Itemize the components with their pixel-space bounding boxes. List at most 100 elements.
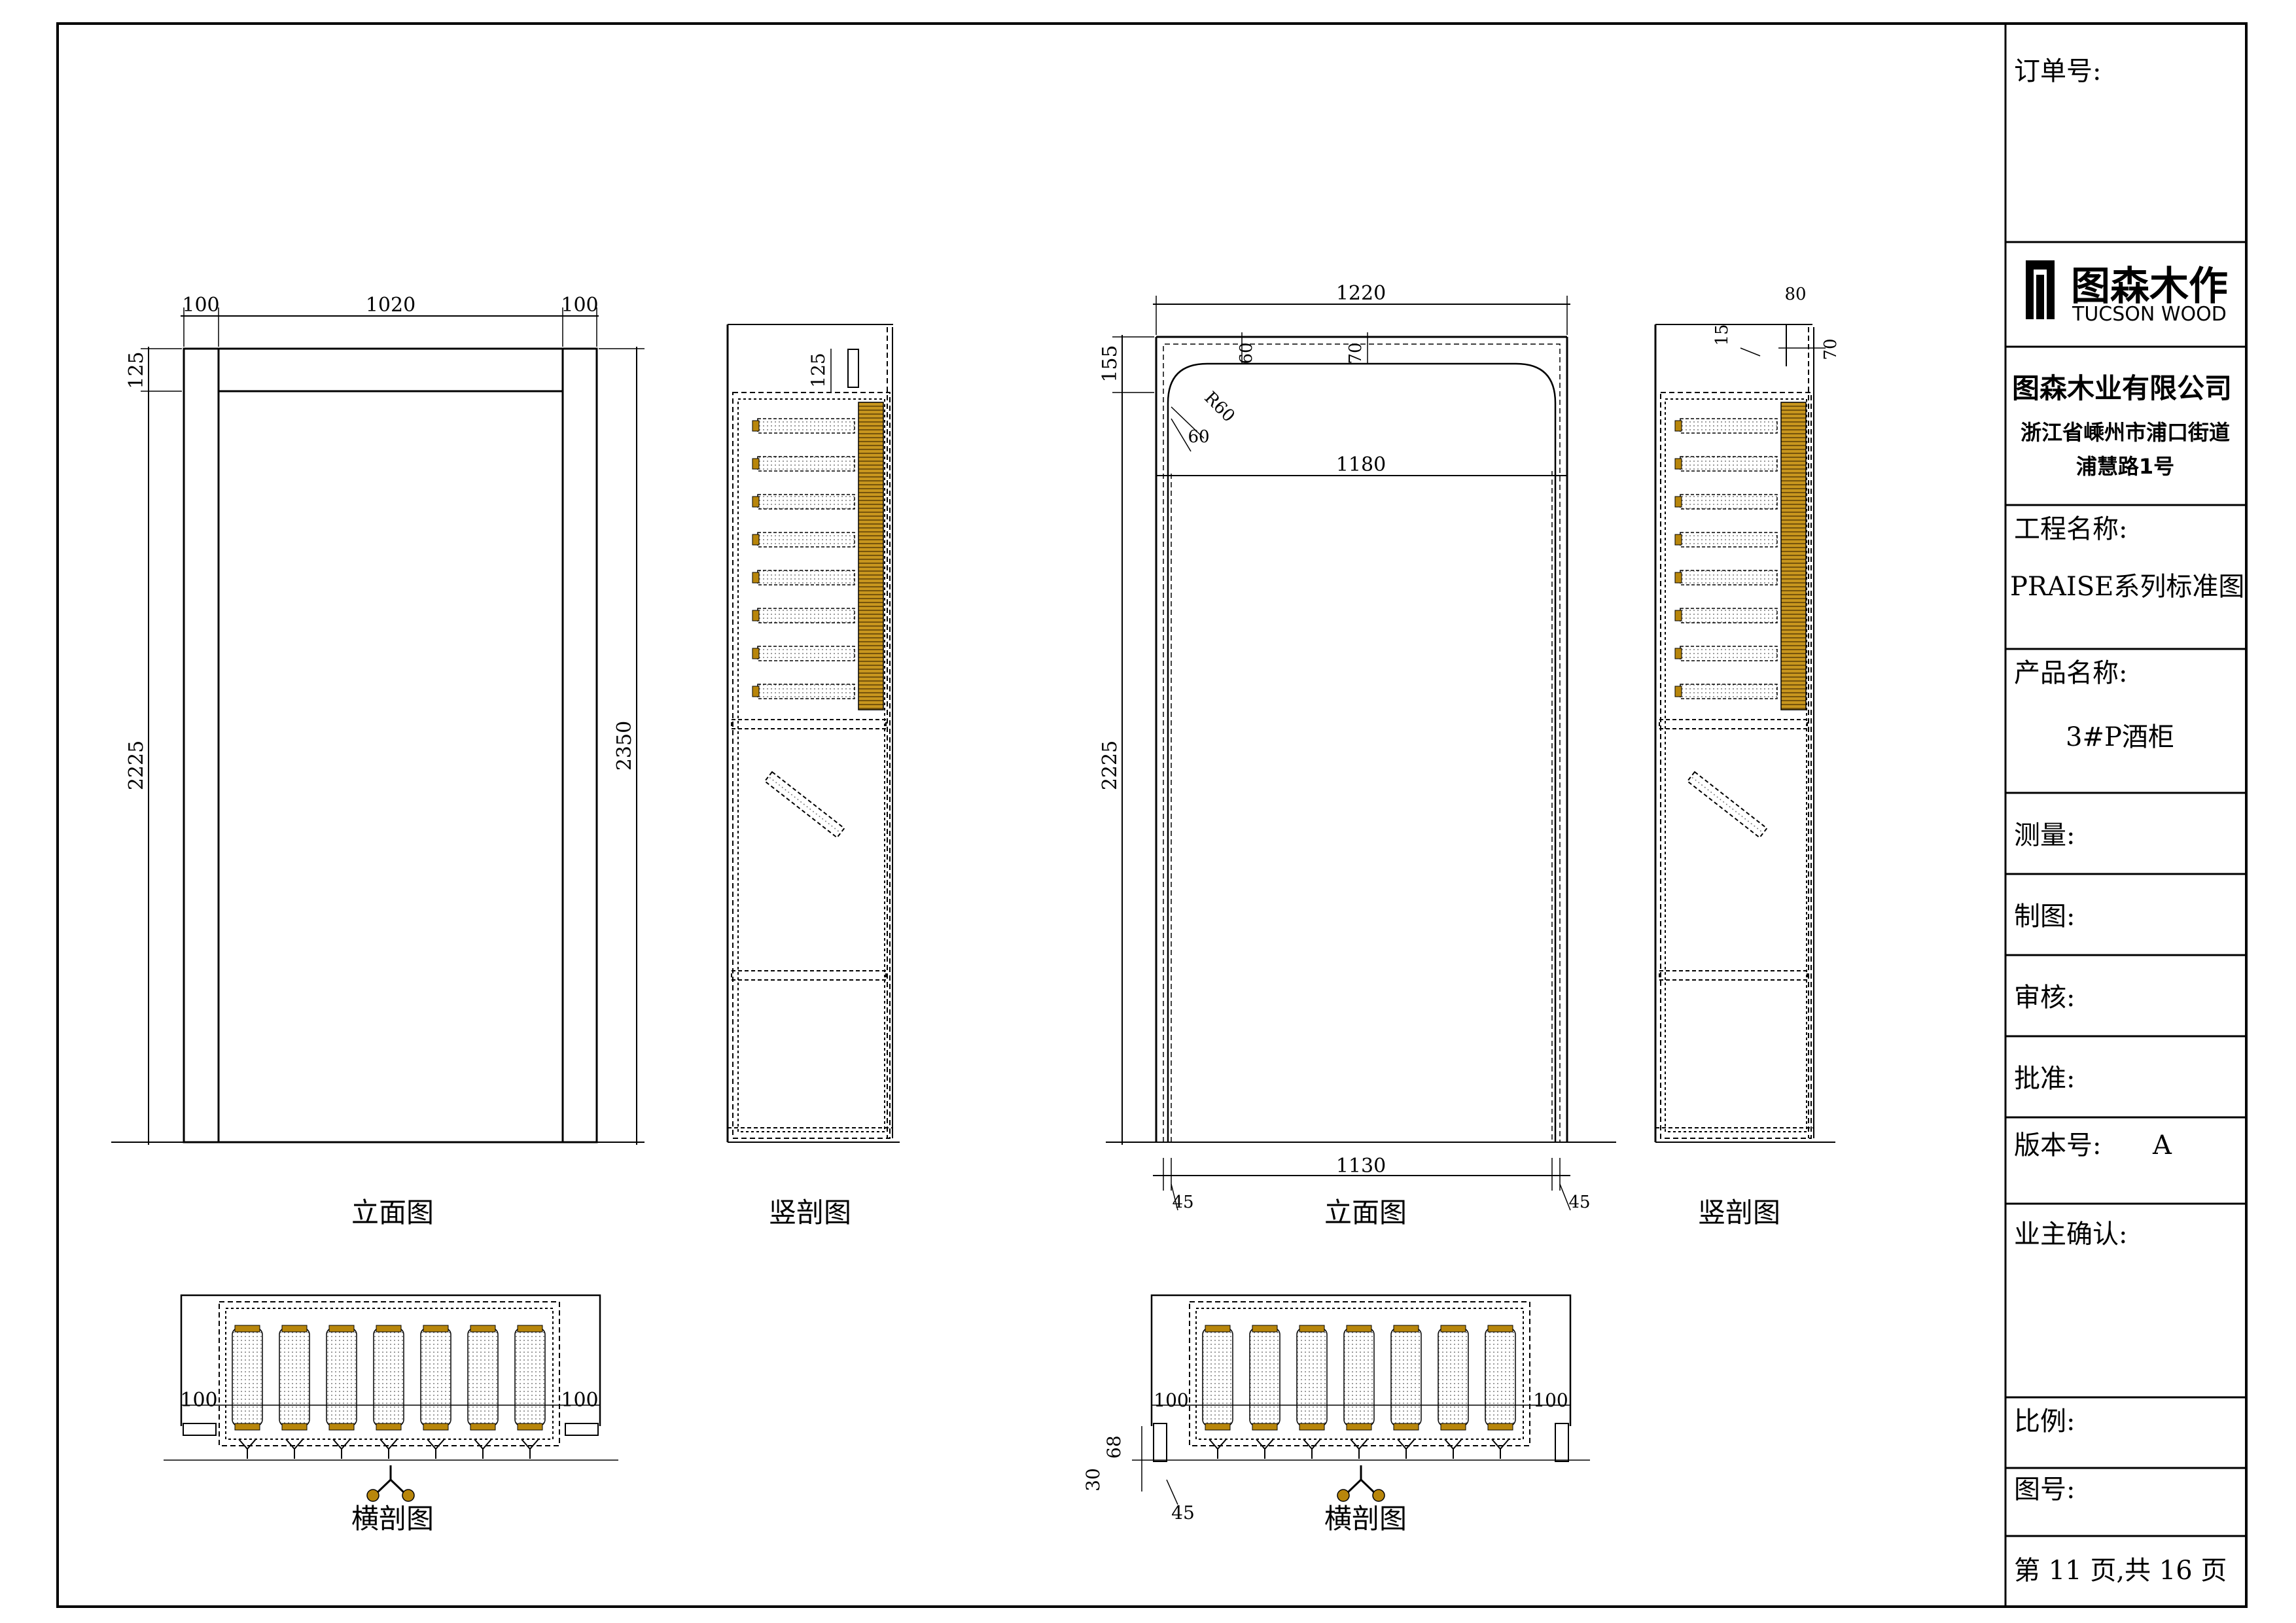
dim-left-total-height: 2350 <box>613 721 636 771</box>
dim-left-plan-b: 100 <box>561 1389 598 1412</box>
bottle-side <box>1674 494 1778 510</box>
dim-right-section-a: 80 <box>1784 285 1806 304</box>
bottle-side <box>752 456 855 472</box>
right-plan-bottles <box>1202 1325 1516 1459</box>
dim-right-inner-width: 1180 <box>1336 453 1386 476</box>
right-section-bottles <box>1674 418 1778 699</box>
approve-label: 批准: <box>2014 1064 2075 1094</box>
sheet-border <box>56 22 2248 1608</box>
right-section <box>1654 324 1835 1143</box>
dim-right-frame-c: 60 <box>1188 427 1209 447</box>
review-label: 审核: <box>2014 983 2075 1013</box>
bottle-side <box>1674 608 1778 623</box>
view-label-left-section: 竖剖图 <box>769 1196 851 1229</box>
left-section-bottles <box>752 418 855 699</box>
dim-left-top-a: 100 <box>182 294 219 317</box>
logo: 图森木作 TUCSON WOOD <box>2026 260 2228 326</box>
dim-left-top-b: 1020 <box>366 294 415 317</box>
bottle-top <box>279 1325 310 1459</box>
dim-right-frame-b: 70 <box>1346 342 1366 364</box>
dim-right-plan-d: 30 <box>1082 1468 1104 1492</box>
dim-right-section-b: 15 <box>1712 324 1732 345</box>
drawing-no-label: 图号: <box>2014 1475 2075 1505</box>
bottle-top <box>232 1325 263 1459</box>
bottle-side <box>752 646 855 661</box>
address-line1: 浙江省嵊州市浦口街道 <box>2021 420 2230 445</box>
bottle-top <box>420 1325 451 1459</box>
owner-confirm-label: 业主确认: <box>2014 1219 2127 1249</box>
product-label: 产品名称: <box>2014 658 2127 688</box>
dim-right-section-c: 70 <box>1821 338 1841 360</box>
dim-right-height: 2225 <box>1099 741 1122 790</box>
dim-left-inner-height: 2225 <box>125 741 148 790</box>
project-label: 工程名称: <box>2014 514 2127 544</box>
bottle-top <box>467 1325 499 1459</box>
left-elevation <box>111 307 645 1145</box>
dim-right-radius: R60 <box>1200 388 1238 426</box>
bottle-top <box>514 1325 546 1459</box>
bottle-side <box>752 532 855 548</box>
dim-right-plan-b: 100 <box>1533 1389 1568 1411</box>
bottle-side <box>1674 456 1778 472</box>
dim-right-plan-a: 100 <box>1154 1389 1188 1411</box>
dim-left-plan-a: 100 <box>180 1389 217 1412</box>
bottle-top <box>326 1325 357 1459</box>
view-label-left-plan: 横剖图 <box>351 1503 434 1535</box>
bottle-side <box>752 684 855 699</box>
left-plan-bottles <box>232 1325 546 1459</box>
page-indicator: 第 11 页,共 16 页 <box>2014 1556 2227 1586</box>
title-block <box>2004 24 2246 1607</box>
view-label-right-plan: 横剖图 <box>1324 1503 1407 1535</box>
bottle-side <box>1674 418 1778 434</box>
view-label-left-elevation: 立面图 <box>351 1196 434 1229</box>
left-plan-handle <box>366 1465 415 1502</box>
dim-right-head: 155 <box>1099 345 1122 382</box>
bottle-top <box>1249 1325 1280 1459</box>
bottle-top <box>1390 1325 1422 1459</box>
dim-left-head: 125 <box>125 351 148 389</box>
dim-left-top-c: 100 <box>561 294 598 317</box>
bottle-top <box>1296 1325 1328 1459</box>
dim-right-top-width: 1220 <box>1336 282 1386 305</box>
draw-label: 制图: <box>2014 901 2075 932</box>
left-section <box>726 324 900 1143</box>
bottle-side <box>1674 532 1778 548</box>
bottle-top <box>373 1325 404 1459</box>
dim-right-plan-e: 45 <box>1171 1502 1195 1524</box>
bottle-side <box>752 608 855 623</box>
scale-label: 比例: <box>2014 1406 2075 1437</box>
dim-right-plan-c: 68 <box>1103 1435 1125 1459</box>
version-label: 版本号: <box>2014 1130 2101 1161</box>
dim-right-bottom-left: 45 <box>1172 1193 1193 1212</box>
version-value: A <box>2152 1130 2172 1161</box>
bottle-side <box>752 494 855 510</box>
measure-label: 测量: <box>2014 820 2075 850</box>
bottle-top <box>1485 1325 1516 1459</box>
bottle-side <box>1674 684 1778 699</box>
right-elevation <box>1106 296 1616 1211</box>
right-plan-handle <box>1337 1465 1385 1502</box>
company-name: 图森木业有限公司 <box>2012 372 2232 404</box>
dim-right-frame-a: 60 <box>1237 342 1256 364</box>
bottle-top <box>1438 1325 1469 1459</box>
bottle-top <box>1343 1325 1375 1459</box>
bottle-side <box>752 570 855 585</box>
project-value: PRAISE系列标准图 <box>2010 572 2244 602</box>
view-label-right-section: 竖剖图 <box>1698 1196 1780 1229</box>
right-wine-rack <box>1780 402 1807 710</box>
bottle-side <box>1674 570 1778 585</box>
order-no-label: 订单号: <box>2014 56 2101 86</box>
bottle-side <box>1674 646 1778 661</box>
view-label-right-elevation: 立面图 <box>1324 1196 1407 1229</box>
logo-cn: 图森木作 <box>2071 264 2228 309</box>
left-wine-rack <box>858 402 884 710</box>
address-line2: 浦慧路1号 <box>2076 454 2174 479</box>
dim-right-bottom-right: 45 <box>1568 1193 1590 1212</box>
bottle-side <box>752 418 855 434</box>
left-plan <box>164 1294 618 1461</box>
dim-right-bottom-width: 1130 <box>1336 1155 1386 1178</box>
logo-en: TUCSON WOOD <box>2072 303 2227 326</box>
product-value: 3#P酒柜 <box>2066 722 2174 752</box>
dim-left-section-head: 125 <box>807 353 829 387</box>
